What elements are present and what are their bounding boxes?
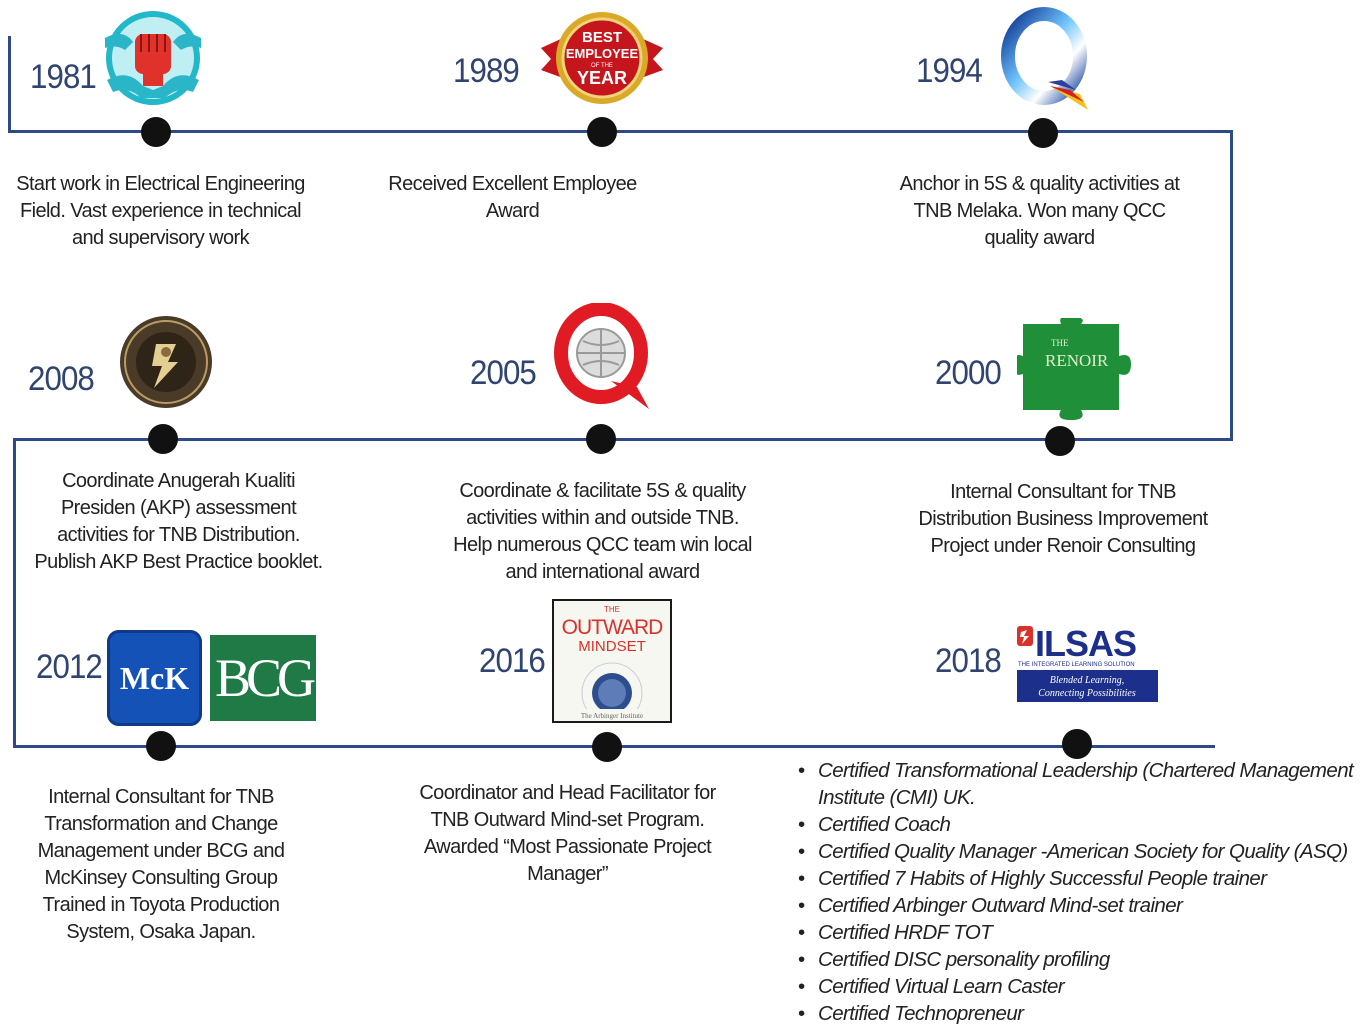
badge-text: OF THE [591,63,613,69]
milestone-description: Anchor in 5S & quality activities at TNB… [899,173,1180,249]
akp-award-medal-logo [118,314,214,410]
milestone-description: Coordinate Anugerah Kualiti Presiden (AK… [34,470,323,573]
year-label: 2016 [479,642,546,680]
year-label: 2018 [935,642,1002,680]
milestone-dot-2016 [592,732,622,762]
year-label: 2012 [36,648,103,686]
bcg-logo: BCG [210,635,316,721]
milestone-description: Received Excellent Employee Award [388,173,637,222]
mckinsey-logo-text: McK [119,659,190,696]
timeline-row-2 [13,438,1233,441]
certification-item: Certified HRDF TOT [796,919,1364,946]
year-label: 1994 [916,52,983,90]
milestone-dot-2000 [1045,426,1075,456]
best-employee-badge-logo: BEST EMPLOYEE OF THE YEAR [541,8,663,108]
milestone-description: Start work in Electrical Engineering Fie… [16,173,305,249]
year-label: 2008 [28,360,95,398]
bcg-logo-text: BCG [214,648,316,708]
milestone-dot-2018 [1062,729,1092,759]
union-fist-logo [103,8,203,108]
renoir-text: THE [1051,338,1069,348]
outward-mindset-book-logo: THE OUTWARD MINDSET The Arbinger Institu… [552,599,672,723]
book-text: OUTWARD [562,616,664,639]
timeline-start-connector [8,36,11,133]
ilsas-logo: ILSAS THE INTEGRATED LEARNING SOLUTION B… [1015,622,1160,704]
quality-q-logo [1000,6,1092,114]
certification-item: Certified Technopreneur [796,1000,1364,1027]
certification-item: Certified Transformational Leadership (C… [796,757,1364,811]
certification-item: Certified Arbinger Outward Mind-set trai… [796,892,1364,919]
certification-item: Certified 7 Habits of Highly Successful … [796,865,1364,892]
certification-item: Certified Coach [796,811,1364,838]
renoir-puzzle-logo: THE RENOIR [1013,315,1132,420]
milestone-dot-2012 [146,731,176,761]
ilsas-text: Blended Learning, [1050,675,1124,686]
certification-list: Certified Transformational Leadership (C… [796,757,1364,1027]
milestone-description: Coordinator and Head Facilitator for TNB… [419,782,716,885]
milestone-description: Internal Consultant for TNB Distribution… [918,481,1208,557]
milestone-dot-1981 [141,117,171,147]
qcc-globe-q-logo [553,302,655,411]
year-label: 2000 [935,354,1002,392]
certification-item: Certified Quality Manager -American Soci… [796,838,1364,865]
ilsas-text: THE INTEGRATED LEARNING SOLUTION [1018,662,1135,668]
milestone-dot-1994 [1028,118,1058,148]
badge-text: EMPLOYEE [566,46,639,61]
certification-item: Certified DISC personality profiling [796,946,1364,973]
book-text: THE [604,605,620,614]
badge-text: YEAR [577,68,627,88]
mckinsey-logo: McK [107,630,202,726]
milestone-dot-2008 [148,424,178,454]
book-text: The Arbinger Institute [581,712,643,720]
year-label: 1981 [30,58,97,96]
milestone-description: Internal Consultant for TNB Transformati… [37,786,285,943]
ilsas-text: ILSAS [1035,623,1136,664]
renoir-text: RENOIR [1045,351,1109,370]
timeline-row-1 [8,130,1233,133]
timeline-left-connector [13,438,16,748]
year-label: 2005 [470,354,537,392]
milestone-dot-2005 [586,424,616,454]
milestone-description: Coordinate & facilitate 5S & quality act… [453,480,752,583]
ilsas-text: Connecting Possibilities [1038,688,1136,699]
book-text: MINDSET [578,638,646,655]
timeline-right-connector [1230,130,1233,441]
year-label: 1989 [453,52,520,90]
badge-text: BEST [582,29,622,46]
certification-item: Certified Virtual Learn Caster [796,973,1364,1000]
milestone-dot-1989 [587,117,617,147]
